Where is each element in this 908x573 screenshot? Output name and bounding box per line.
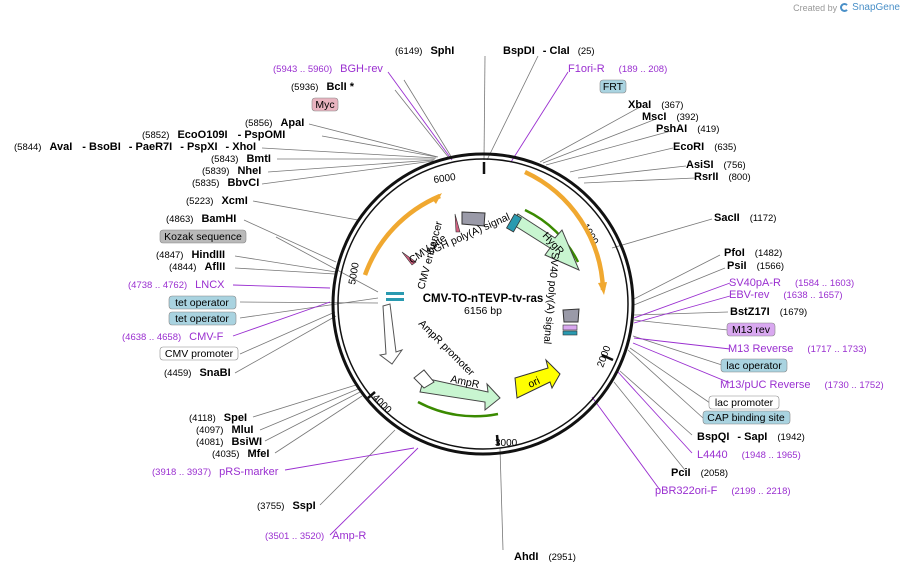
position-ticks [367, 162, 614, 446]
feature-kozak: Kozak sequence [164, 231, 242, 243]
enzyme-msci: MscI(392) [642, 111, 699, 123]
feature-myc: Myc [315, 99, 334, 111]
primer-l4440: L4440(1948 .. 1965) [697, 449, 801, 461]
bgh-feature [461, 211, 486, 227]
feature-tet-operator-2: tet operator [175, 313, 229, 325]
enzyme-nhei: (5839)NheI [202, 165, 261, 177]
tick-6000: 6000 [433, 172, 457, 186]
primer-cmv-f: (4638 .. 4658)CMV-F [122, 331, 224, 343]
hygr-feature [511, 213, 580, 271]
arc-cmv-arrowhead [431, 193, 442, 204]
tet-op-feature-2 [386, 298, 404, 301]
tick-4000: 4000 [370, 392, 394, 416]
tick-5000: 5000 [347, 261, 362, 285]
ori-feature [514, 358, 561, 399]
feature-boxes: Myc FRT Kozak sequence tet operator tet … [159, 79, 791, 425]
enzyme-apai: (5856)ApaI [245, 117, 304, 129]
primer-lines [232, 71, 731, 536]
credit-brand: SnapGene [852, 2, 900, 13]
primer-ebv-rev: EBV-rev(1638 .. 1657) [729, 289, 843, 301]
m13rev-feature [562, 324, 578, 331]
ampr-promoter-feature [413, 369, 435, 389]
enzyme-bcli: (5936)BclI * [291, 81, 355, 93]
feature-lac-promoter: lac promoter [715, 397, 774, 409]
snapgene-credit: Created by SnapGene [793, 2, 900, 13]
ampr-feature [419, 377, 501, 412]
primer-prs-marker: (3918 .. 3937)pRS-marker [152, 466, 279, 478]
primer-m13-puc-reverse: M13/pUC Reverse(1730 .. 1752) [720, 379, 884, 391]
sv40-feature [562, 308, 580, 323]
primer-lncx: (4738 .. 4762)LNCX [128, 279, 225, 291]
enzyme-bspqi: BspQI- SapI(1942) [697, 431, 805, 443]
enzyme-ahdi: AhdI(2951) [514, 551, 576, 563]
enzyme-rsrii: RsrII(800) [694, 171, 751, 183]
feature-cap-binding-site: CAP binding site [707, 412, 785, 424]
backbone-outer [331, 152, 635, 456]
primer-m13-reverse: M13 Reverse(1717 .. 1733) [728, 343, 867, 355]
enzyme-pcii: PciI(2058) [671, 467, 728, 479]
arc-hygr-outer [524, 169, 606, 291]
enzyme-mlui: (4097)MluI [196, 424, 253, 436]
leader-lines [234, 55, 729, 551]
enzyme-snabi: (4459)SnaBI [164, 367, 231, 379]
feature-frt: FRT [603, 81, 624, 93]
enzyme-avai: (5844)AvaI- BsoBI- PaeR7I- PspXI- XhoI [14, 141, 256, 153]
arc-hygr-arrowhead [598, 282, 607, 295]
enzyme-sacii: SacII(1172) [714, 212, 776, 224]
tick-3000: 3000 [495, 438, 518, 449]
kozak-feature [401, 251, 417, 266]
enzyme-bspdi: BspDI- ClaI(25) [503, 45, 595, 57]
lac-operator-feature [562, 330, 578, 336]
enzyme-pfoi: PfoI(1482) [724, 247, 782, 259]
tet-op-feature-1 [386, 292, 404, 295]
label-sv40: SV40 poly(A) signal [541, 252, 561, 345]
enzyme-sphi: (6149)SphI [395, 45, 454, 57]
label-ori: ori [526, 375, 542, 391]
enzyme-bstz17i: BstZ17I(1679) [730, 306, 807, 318]
enzyme-xcmi: (5223)XcmI [186, 195, 248, 207]
label-ampr-promoter: AmpR promoter [416, 318, 477, 379]
feature-cmv-promoter: CMV promoter [165, 348, 234, 360]
enzyme-sspi: (3755)SspI [257, 500, 316, 512]
enzyme-ecori: EcoRI(635) [673, 141, 736, 153]
primer-bgh-rev: (5943 .. 5960)BGH-rev [273, 63, 383, 75]
arc-hygr-inner [524, 208, 580, 263]
enzyme-labels: (6149)SphI BspDI- ClaI(25) (5936)BclI * … [14, 45, 807, 563]
snapgene-logo-icon [840, 3, 850, 12]
feature-small-teal [505, 213, 523, 233]
enzyme-bmti: (5843)BmtI [211, 153, 271, 165]
enzyme-mfei: (4035)MfeI [212, 448, 269, 460]
enzyme-aflii: (4844)AflII [169, 261, 225, 273]
enzyme-asisi: AsiSI(756) [686, 159, 746, 171]
enzyme-bamhi: (4863)BamHI [166, 213, 236, 225]
enzyme-psii: PsiI(1566) [727, 260, 784, 272]
cmv-promoter-feature [378, 303, 404, 365]
enzyme-spei: (4118)SpeI [189, 412, 247, 424]
feature-m13-rev: M13 rev [732, 324, 771, 336]
plasmid-size: 6156 bp [464, 305, 502, 317]
enzyme-bbvci: (5835)BbvCI [192, 177, 259, 189]
enzyme-hindiii: (4847)HindIII [156, 249, 225, 261]
arc-ampr-inner [417, 400, 499, 418]
myc-feature [454, 213, 461, 233]
enzyme-bsiwi: (4081)BsiWI [196, 436, 262, 448]
enzyme-xbai: XbaI(367) [628, 99, 683, 111]
arc-cmv-outer [362, 193, 441, 276]
primer-f1ori-r: F1ori-R(189 .. 208) [568, 63, 667, 75]
plasmid-name: CMV-TO-nTEVP-tv-ras [423, 293, 544, 305]
feature-tet-operator-1: tet operator [175, 297, 229, 309]
tick-2000: 2000 [595, 344, 613, 369]
primer-labels: (5943 .. 5960)BGH-rev F1ori-R(189 .. 208… [122, 63, 884, 542]
enzyme-ecoo109i: (5852)EcoO109I- PspOMI [142, 129, 285, 141]
feature-lac-operator: lac operator [726, 360, 782, 372]
primer-amp-r: (3501 .. 3520)Amp-R [265, 530, 366, 542]
enzyme-pshai: PshAI(419) [656, 123, 719, 135]
primer-sv40pa-r: SV40pA-R(1584 .. 1603) [729, 277, 854, 289]
credit-prefix: Created by [793, 2, 838, 13]
backbone-inner [337, 158, 629, 450]
primer-pbr322ori-f: pBR322ori-F(2199 .. 2218) [655, 485, 791, 497]
